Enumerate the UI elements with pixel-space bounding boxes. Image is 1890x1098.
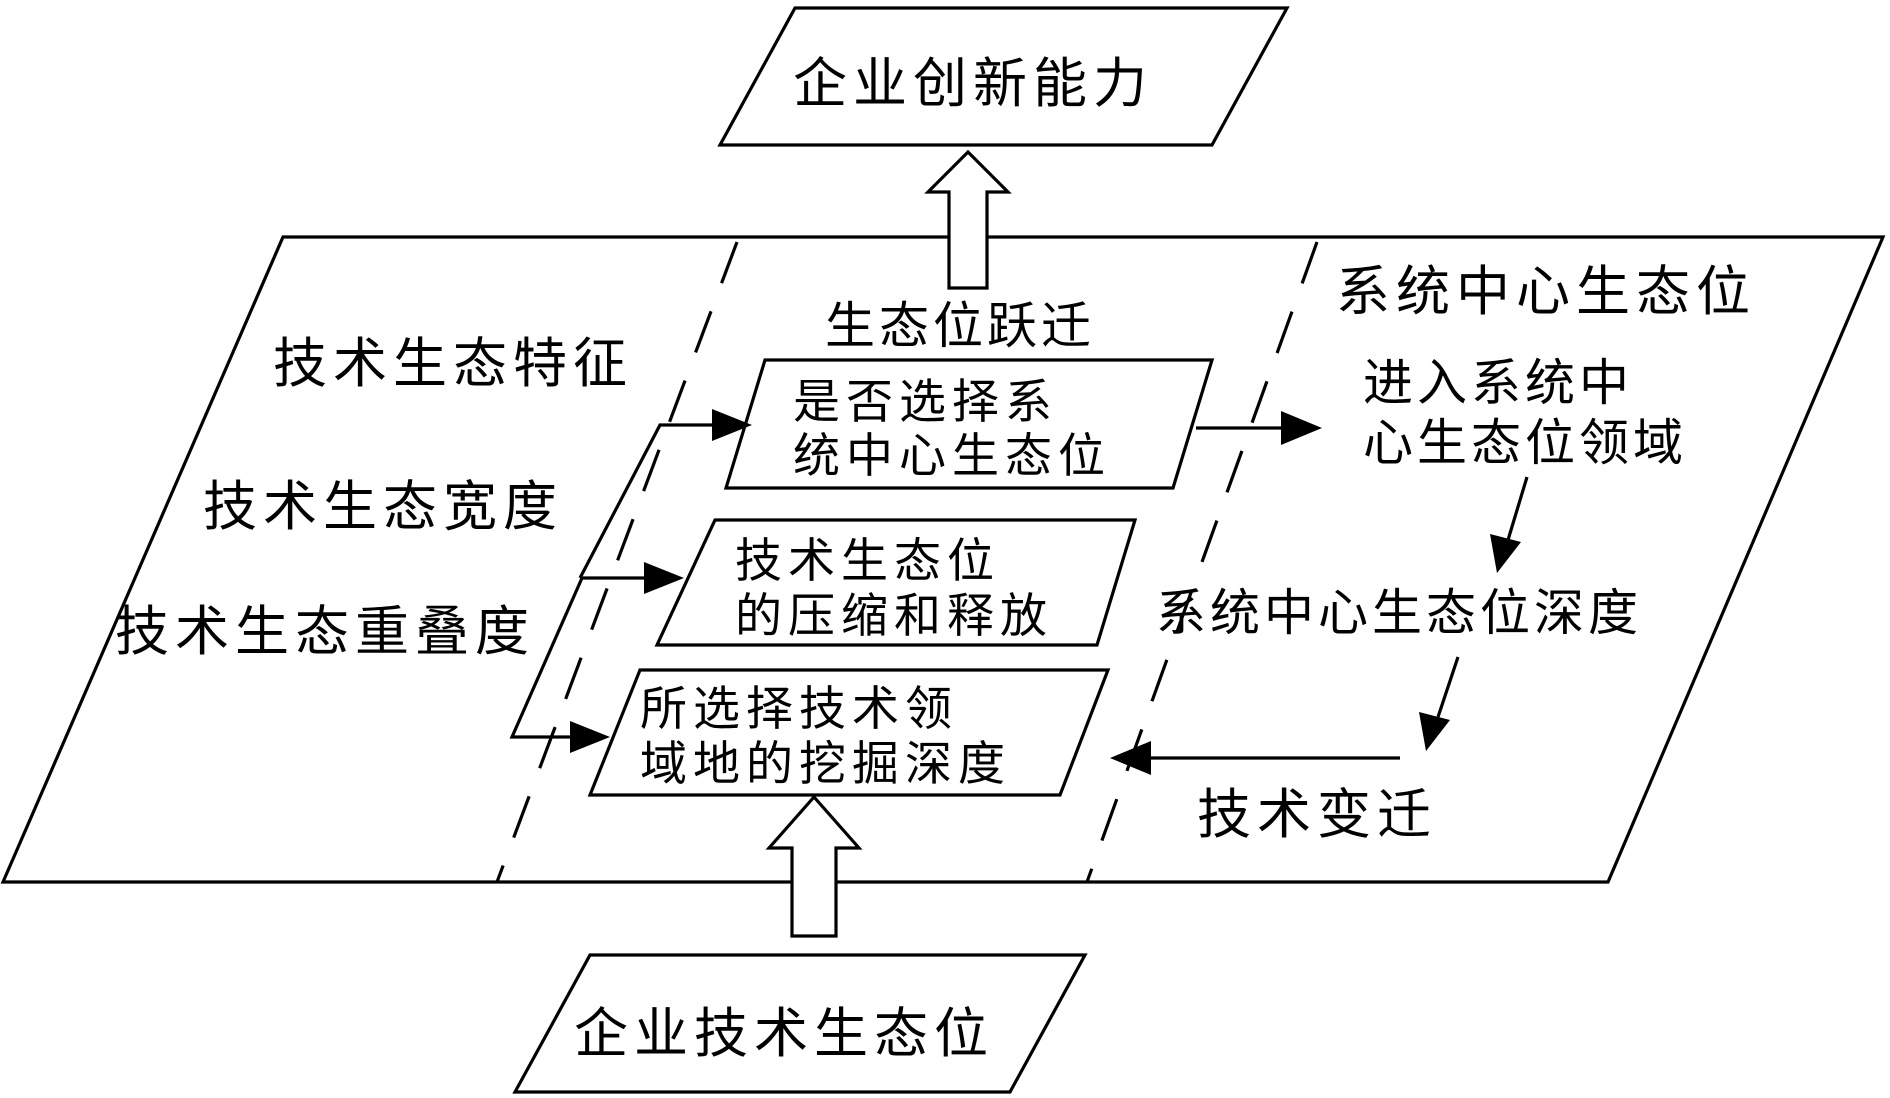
middle-box-2-line2: 的压缩和释放 [735, 589, 1053, 644]
middle-box-1 [723, 358, 1215, 490]
connector-to-box1 [578, 423, 715, 579]
right-step2: 系统中心生态位深度 [1156, 584, 1642, 642]
middle-box-3 [587, 668, 1111, 797]
arrowhead-box3 [570, 721, 610, 753]
divider-right [1085, 241, 1319, 883]
arrowhead-box3-right [1110, 741, 1151, 775]
main-panel [0, 235, 1886, 884]
left-item-width: 技术生态宽度 [203, 475, 563, 538]
right-step3: 技术变迁 [1197, 783, 1437, 846]
middle-box-3-line2: 域地的挖掘深度 [640, 737, 1011, 792]
middle-box-1-line1: 是否选择系 [793, 375, 1058, 430]
right-step1-line2: 心生态位领域 [1363, 414, 1687, 472]
connector-step1-step2 [1506, 476, 1529, 541]
bottom-box-label: 企业技术生态位 [574, 1002, 994, 1065]
right-heading: 系统中心生态位 [1336, 260, 1756, 323]
connector-to-box3 [509, 577, 584, 739]
arrowhead-step2-down [1419, 712, 1450, 751]
up-arrow-top [924, 149, 1012, 290]
middle-box-3-line1: 所选择技术领 [640, 682, 958, 737]
arrowhead-right [1281, 411, 1322, 445]
bottom-box [512, 953, 1088, 1094]
top-box [717, 6, 1290, 147]
left-item-overlap: 技术生态重叠度 [115, 600, 535, 663]
left-heading: 技术生态特征 [273, 332, 633, 395]
middle-box-1-line2: 统中心生态位 [793, 429, 1111, 484]
arrowhead-box1 [712, 409, 752, 441]
connector-step2-down [1436, 656, 1460, 718]
top-box-label: 企业创新能力 [793, 52, 1153, 115]
middle-box-2 [654, 518, 1138, 647]
middle-box-2-line1: 技术生态位 [735, 534, 1000, 589]
middle-heading: 生态位跃迁 [825, 297, 1095, 355]
arrowhead-box2 [644, 562, 684, 594]
up-arrow-bottom [765, 794, 863, 938]
divider-left [495, 241, 739, 883]
right-step1-line1: 进入系统中 [1363, 354, 1633, 412]
arrowhead-step2 [1490, 534, 1521, 573]
